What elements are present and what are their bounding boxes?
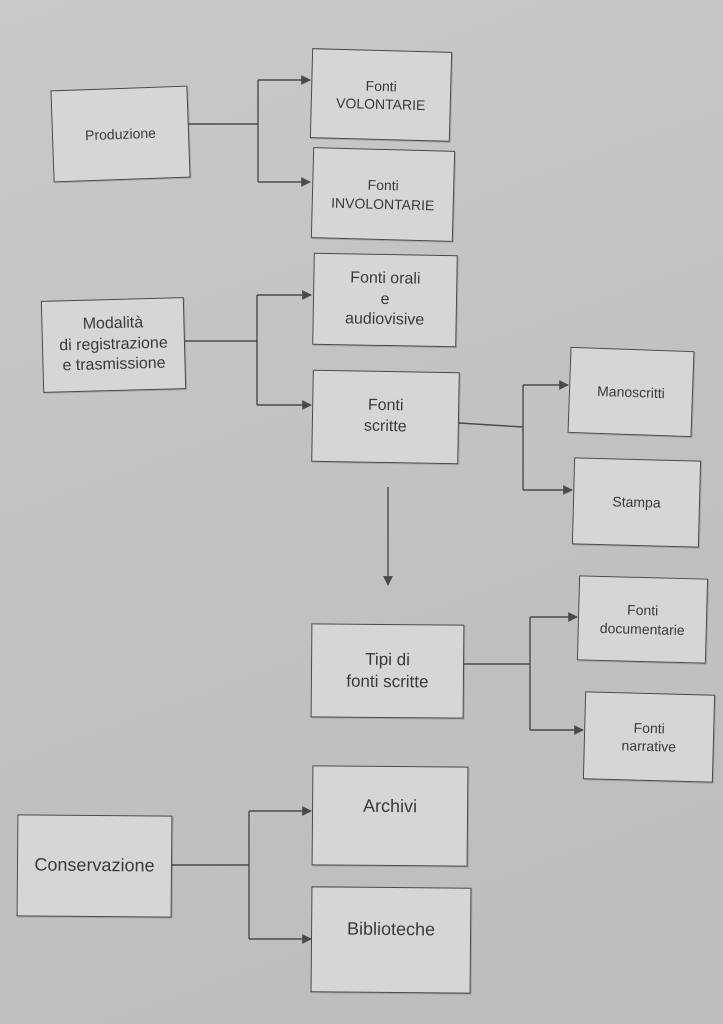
node-fonti-involontarie: Fonti INVOLONTARIE: [310, 147, 456, 242]
node-fonti-orali: Fonti orali e audiovisive: [312, 252, 458, 348]
fonti-involontarie-line2: INVOLONTARIE: [330, 194, 435, 213]
documentarie-line1: Fonti: [626, 601, 659, 619]
node-archivi: Archivi: [311, 765, 469, 867]
modalita-line2: di registrazione: [59, 334, 168, 355]
fonti-volontarie-line1: Fonti: [365, 77, 397, 95]
node-manoscritti: Manoscritti: [567, 346, 695, 438]
archivi-label: Archivi: [362, 795, 418, 817]
modalita-line3: e trasmissione: [62, 355, 166, 375]
tipi-line1: Tipi di: [365, 649, 411, 670]
produzione-label: Produzione: [84, 124, 157, 144]
node-produzione: Produzione: [50, 85, 191, 183]
fonti-orali-line1: Fonti orali: [350, 269, 421, 288]
biblioteche-label: Biblioteche: [346, 918, 436, 940]
node-stampa: Stampa: [571, 457, 702, 548]
fonti-orali-line3: audiovisive: [344, 310, 425, 330]
node-fonti-volontarie: Fonti VOLONTARIE: [309, 48, 453, 142]
conservazione-label: Conservazione: [34, 854, 155, 876]
node-biblioteche: Biblioteche: [310, 886, 472, 994]
stampa-label: Stampa: [612, 493, 661, 512]
fonti-scritte-line2: scritte: [363, 417, 407, 436]
node-fonti-narrative: Fonti narrative: [582, 691, 716, 783]
narrative-line2: narrative: [621, 737, 677, 755]
node-modalita: Modalità di registrazione e trasmissione: [40, 297, 187, 393]
node-conservazione: Conservazione: [16, 814, 173, 918]
fonti-volontarie-line2: VOLONTARIE: [335, 94, 426, 114]
node-fonti-scritte: Fonti scritte: [311, 369, 460, 465]
modalita-line1: Modalità: [82, 314, 144, 333]
node-fonti-documentarie: Fonti documentarie: [576, 575, 709, 664]
manoscritti-label: Manoscritti: [596, 382, 666, 402]
connector-fonti-scritte: [458, 422, 524, 428]
fonti-orali-line2: e: [380, 290, 390, 308]
fonti-scritte-line1: Fonti: [367, 396, 404, 415]
tipi-line2: fonti scritte: [346, 671, 429, 692]
narrative-line1: Fonti: [633, 719, 666, 737]
node-tipi-fonti-scritte: Tipi di fonti scritte: [310, 623, 465, 719]
documentarie-line2: documentarie: [599, 619, 685, 638]
